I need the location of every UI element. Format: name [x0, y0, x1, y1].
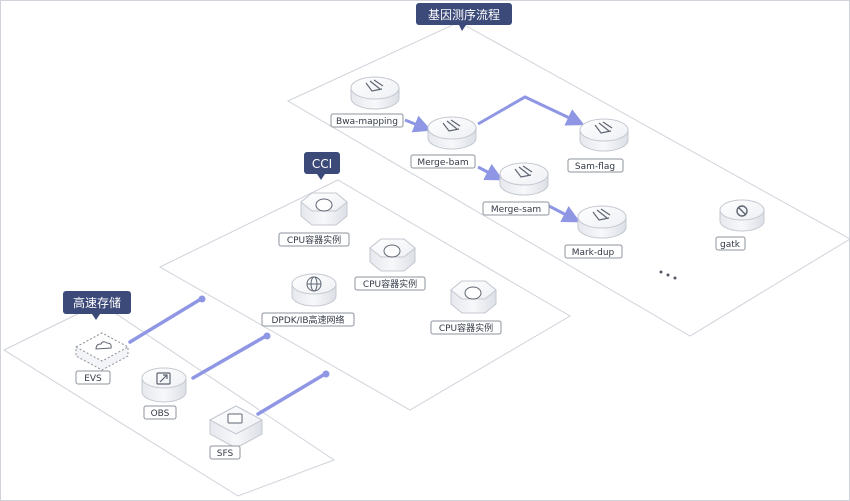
genome-platform [286, 21, 850, 337]
node-label: CPU容器实例 [287, 234, 341, 246]
group-title-storage: 高速存储 [63, 291, 131, 320]
node-label: DPDK/IB高速网络 [271, 314, 344, 326]
label-box [564, 244, 623, 259]
node-label: CPU容器实例 [439, 322, 493, 334]
label-box [410, 154, 476, 169]
label-box [482, 201, 550, 216]
node-label: SFS [217, 449, 234, 459]
connector-obs-end [263, 332, 271, 340]
flow-bwa-to-merge-bam [404, 115, 432, 133]
node-mark-dup[interactable]: Mark-dup [564, 205, 627, 259]
label-box [209, 445, 241, 460]
cci-platform [158, 179, 571, 411]
label-box [75, 370, 111, 385]
shrink-icon [442, 119, 461, 132]
flow-merge-sam-to-mark-dup [548, 204, 581, 223]
node-label: Mark-dup [572, 248, 615, 258]
flow-merge-bam-to-sam-flag [477, 95, 585, 126]
hexagon-chip-icon [383, 244, 401, 258]
label-box [330, 113, 404, 128]
label-box [567, 158, 624, 173]
node-label: Merge-sam [491, 205, 541, 215]
node-obs[interactable]: OBS [141, 367, 187, 420]
node-sam-flag[interactable]: Sam-flag [567, 118, 629, 173]
shrink-icon [365, 79, 384, 92]
node-dpdk-network[interactable]: DPDK/IB高速网络 [261, 273, 355, 327]
flow-merge-bam-to-merge-sam [477, 164, 504, 181]
label-box [715, 236, 746, 251]
group-title-cci: CCI [304, 152, 340, 180]
wrench-gear-icon [736, 205, 748, 217]
shrink-icon [594, 121, 613, 134]
label-box [354, 276, 426, 291]
label-box [261, 312, 355, 327]
node-label: Merge-bam [417, 158, 468, 168]
upload-arrow-icon [156, 372, 171, 385]
node-cpu-instance-1[interactable]: CPU容器实例 [278, 192, 350, 247]
node-merge-bam[interactable]: Merge-bam [410, 116, 477, 169]
label-box [143, 405, 177, 420]
node-bwa-mapping[interactable]: Bwa-mapping [330, 76, 404, 128]
node-label: gatk [720, 240, 741, 250]
node-cpu-instance-3[interactable]: CPU容器实例 [430, 280, 502, 335]
node-label: OBS [151, 409, 170, 419]
cloud-disk-icon [95, 341, 112, 350]
node-gatk[interactable]: gatk [715, 199, 765, 251]
connector-evs [128, 297, 203, 344]
svg-text:基因测序流程: 基因测序流程 [428, 7, 500, 22]
more-ellipsis [659, 270, 677, 280]
connector-sfs-end [322, 370, 330, 378]
node-label: Bwa-mapping [336, 117, 398, 127]
label-box [278, 232, 350, 247]
storage-platform [2, 302, 336, 497]
connector-obs [191, 334, 268, 380]
file-storage-icon [227, 413, 243, 424]
shrink-icon [592, 208, 611, 221]
node-label: EVS [84, 374, 102, 384]
node-label: CPU容器实例 [363, 278, 417, 290]
shrink-icon [514, 165, 533, 178]
hexagon-chip-icon [464, 286, 482, 300]
hexagon-chip-icon [315, 198, 333, 212]
node-merge-sam[interactable]: Merge-sam [482, 162, 550, 216]
node-sfs[interactable]: SFS [208, 405, 264, 460]
svg-text:CCI: CCI [312, 157, 332, 171]
label-box [430, 320, 502, 335]
connector-sfs [256, 372, 327, 416]
node-cpu-instance-2[interactable]: CPU容器实例 [354, 238, 426, 291]
group-title-genome: 基因测序流程 [416, 3, 512, 31]
svg-text:高速存储: 高速存储 [73, 295, 121, 310]
globe-icon [306, 276, 322, 292]
connector-evs-end [198, 295, 206, 303]
node-evs[interactable]: EVS [74, 332, 130, 385]
node-label: Sam-flag [575, 162, 615, 172]
